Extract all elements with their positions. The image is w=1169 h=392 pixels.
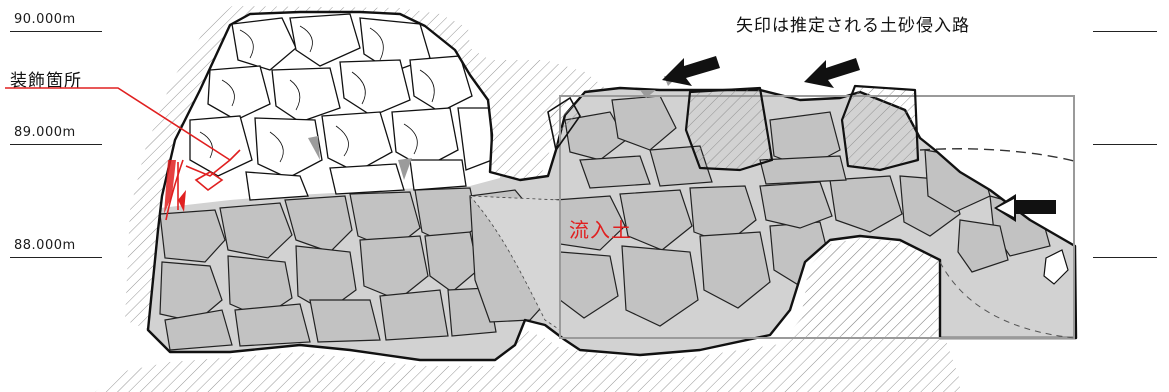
decoration-highlight	[5, 87, 241, 221]
stone-fragment	[1043, 249, 1069, 285]
elevation-line-right-90	[1093, 31, 1157, 32]
elevation-label-88: 88.000m	[14, 238, 76, 253]
elevation-line-right-89	[1093, 144, 1157, 145]
arrow-icon	[994, 194, 1056, 222]
inflow-soil-label: 流入土	[569, 218, 632, 242]
elevation-line-right-88	[1093, 257, 1157, 258]
elevation-line-left-90	[10, 31, 102, 32]
inferred-profile-line	[919, 148, 1079, 163]
survey-extent	[559, 95, 1075, 339]
elevation-line-left-89	[10, 144, 102, 145]
elevation-label-90: 90.000m	[14, 12, 76, 27]
ground-hatching	[95, 6, 960, 392]
arrows-note: 矢印は推定される土砂侵入路	[736, 16, 970, 36]
decoration-label: 装飾箇所	[10, 71, 82, 91]
top-block-2	[840, 84, 920, 172]
elevation-line-left-88	[10, 257, 102, 258]
top-block-1	[684, 86, 774, 172]
top-block-3	[547, 96, 581, 152]
elevation-label-89: 89.000m	[14, 125, 76, 140]
arrow-icon	[662, 56, 720, 86]
arrow-icon	[804, 58, 860, 88]
